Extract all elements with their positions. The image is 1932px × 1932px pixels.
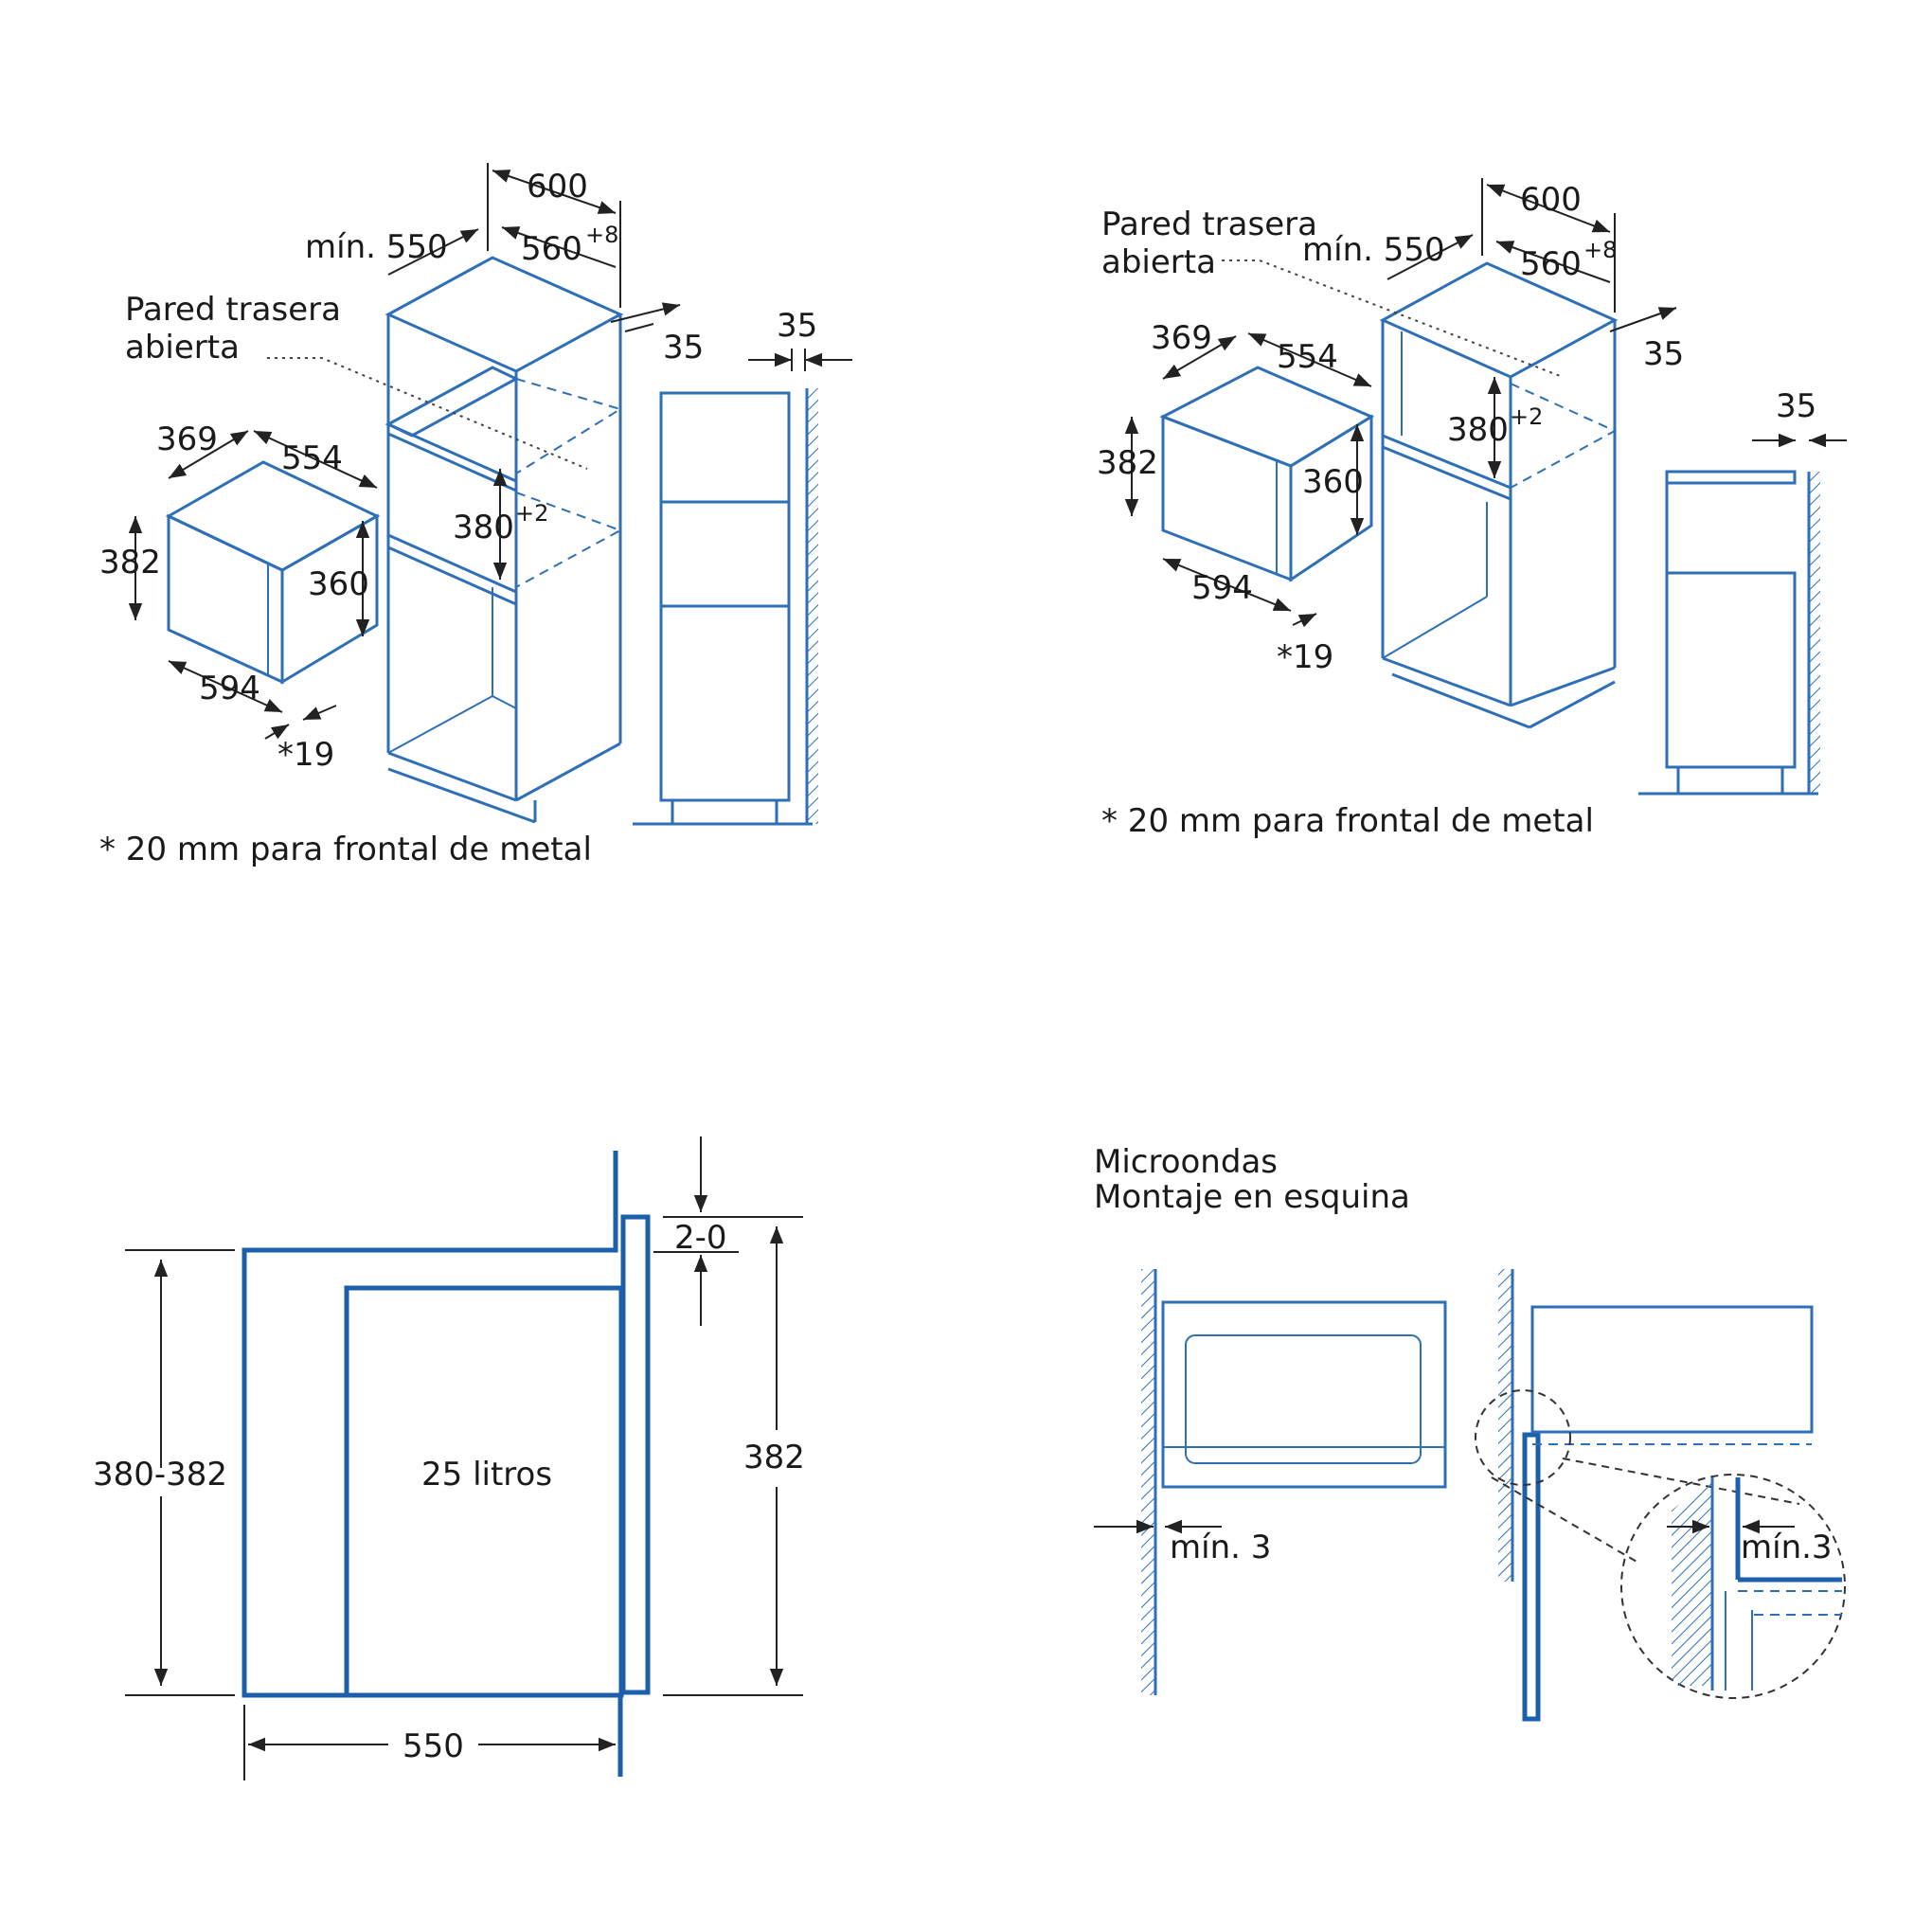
capacity-label: 25 litros: [421, 1456, 552, 1494]
min3-front: mín. 3: [1170, 1529, 1271, 1566]
pared-label-line2-right: abierta: [1101, 243, 1216, 281]
dim-380-left: 380: [453, 509, 514, 546]
metal-note-right: * 20 mm para frontal de metal: [1101, 802, 1594, 840]
dim-600-right: 600: [1520, 181, 1582, 219]
panel-corner-mounting: Microondas Montaje en esquina mín. 3 m: [1094, 1143, 1846, 1722]
panel-tall-cabinet-left: 600 mín. 550 560 +8 35 35 Pared trasera …: [99, 163, 852, 868]
dim-380-right: 380: [1447, 411, 1509, 449]
dim-382-side: 382: [743, 1439, 805, 1476]
dim-2-0: 2-0: [674, 1219, 727, 1257]
pared-label-line1-right: Pared trasera: [1101, 206, 1317, 243]
dim-382-right: 382: [1097, 444, 1158, 482]
dim-360-left: 360: [308, 565, 369, 603]
dim-35a-right: 35: [1643, 335, 1684, 373]
microwave-iso-left: [165, 460, 381, 685]
dim-560-tol-right: +8: [1583, 237, 1617, 263]
dim-369-left: 369: [156, 420, 218, 458]
dim-369-right: 369: [1151, 319, 1212, 357]
dim-550-side: 550: [402, 1727, 464, 1765]
dim-19-right: *19: [1277, 638, 1333, 676]
dim-360-right: 360: [1302, 463, 1364, 501]
dim-594-left: 594: [199, 670, 260, 707]
min3-detail: mín.3: [1741, 1529, 1833, 1566]
dim-35a-left: 35: [663, 329, 704, 367]
microwave-iso-right: [1159, 366, 1375, 582]
dim-380-382: 380-382: [93, 1456, 227, 1494]
labels-left: 600 mín. 550 560 +8 35 35 Pared trasera …: [99, 168, 817, 868]
panel-side-section: 380-382 25 litros 382 2-0 550: [93, 1136, 805, 1780]
dim-35b-right: 35: [1776, 387, 1816, 425]
panel-tall-cabinet-right: 600 mín. 550 560 +8 35 35 Pared trasera …: [1097, 178, 1847, 840]
dim-380-tol-left: +2: [515, 500, 548, 527]
dimensions-left: [128, 163, 852, 740]
dim-382-left: 382: [99, 544, 161, 581]
corner-title-line1: Microondas: [1094, 1143, 1278, 1181]
side-elevation-right: [1638, 470, 1820, 796]
dim-19-left: *19: [277, 736, 334, 774]
pared-label-line1-left: Pared trasera: [125, 291, 341, 329]
dim-380-tol-right: +2: [1510, 403, 1543, 430]
dimensions-right: [1124, 178, 1847, 628]
dim-594-right: 594: [1191, 569, 1253, 607]
labels-right: 600 mín. 550 560 +8 35 35 Pared trasera …: [1097, 181, 1816, 840]
metal-note-left: * 20 mm para frontal de metal: [99, 831, 592, 868]
tall-cabinet-iso-right: [1222, 259, 1619, 729]
dim-554-right: 554: [1277, 338, 1338, 376]
dim-560-tol-left: +8: [585, 222, 618, 248]
dim-560-right: 560: [1520, 245, 1582, 283]
pared-label-line2-left: abierta: [125, 329, 240, 367]
side-elevation-left: [633, 388, 818, 826]
corner-title-line2: Montaje en esquina: [1094, 1178, 1410, 1216]
dim-min550-left: mín. 550: [305, 228, 448, 266]
dim-min550-right: mín. 550: [1302, 231, 1445, 269]
dim-35b-left: 35: [777, 307, 817, 345]
dim-600-left: 600: [527, 168, 588, 206]
dim-554-left: 554: [281, 439, 343, 477]
dim-560-left: 560: [521, 230, 582, 268]
